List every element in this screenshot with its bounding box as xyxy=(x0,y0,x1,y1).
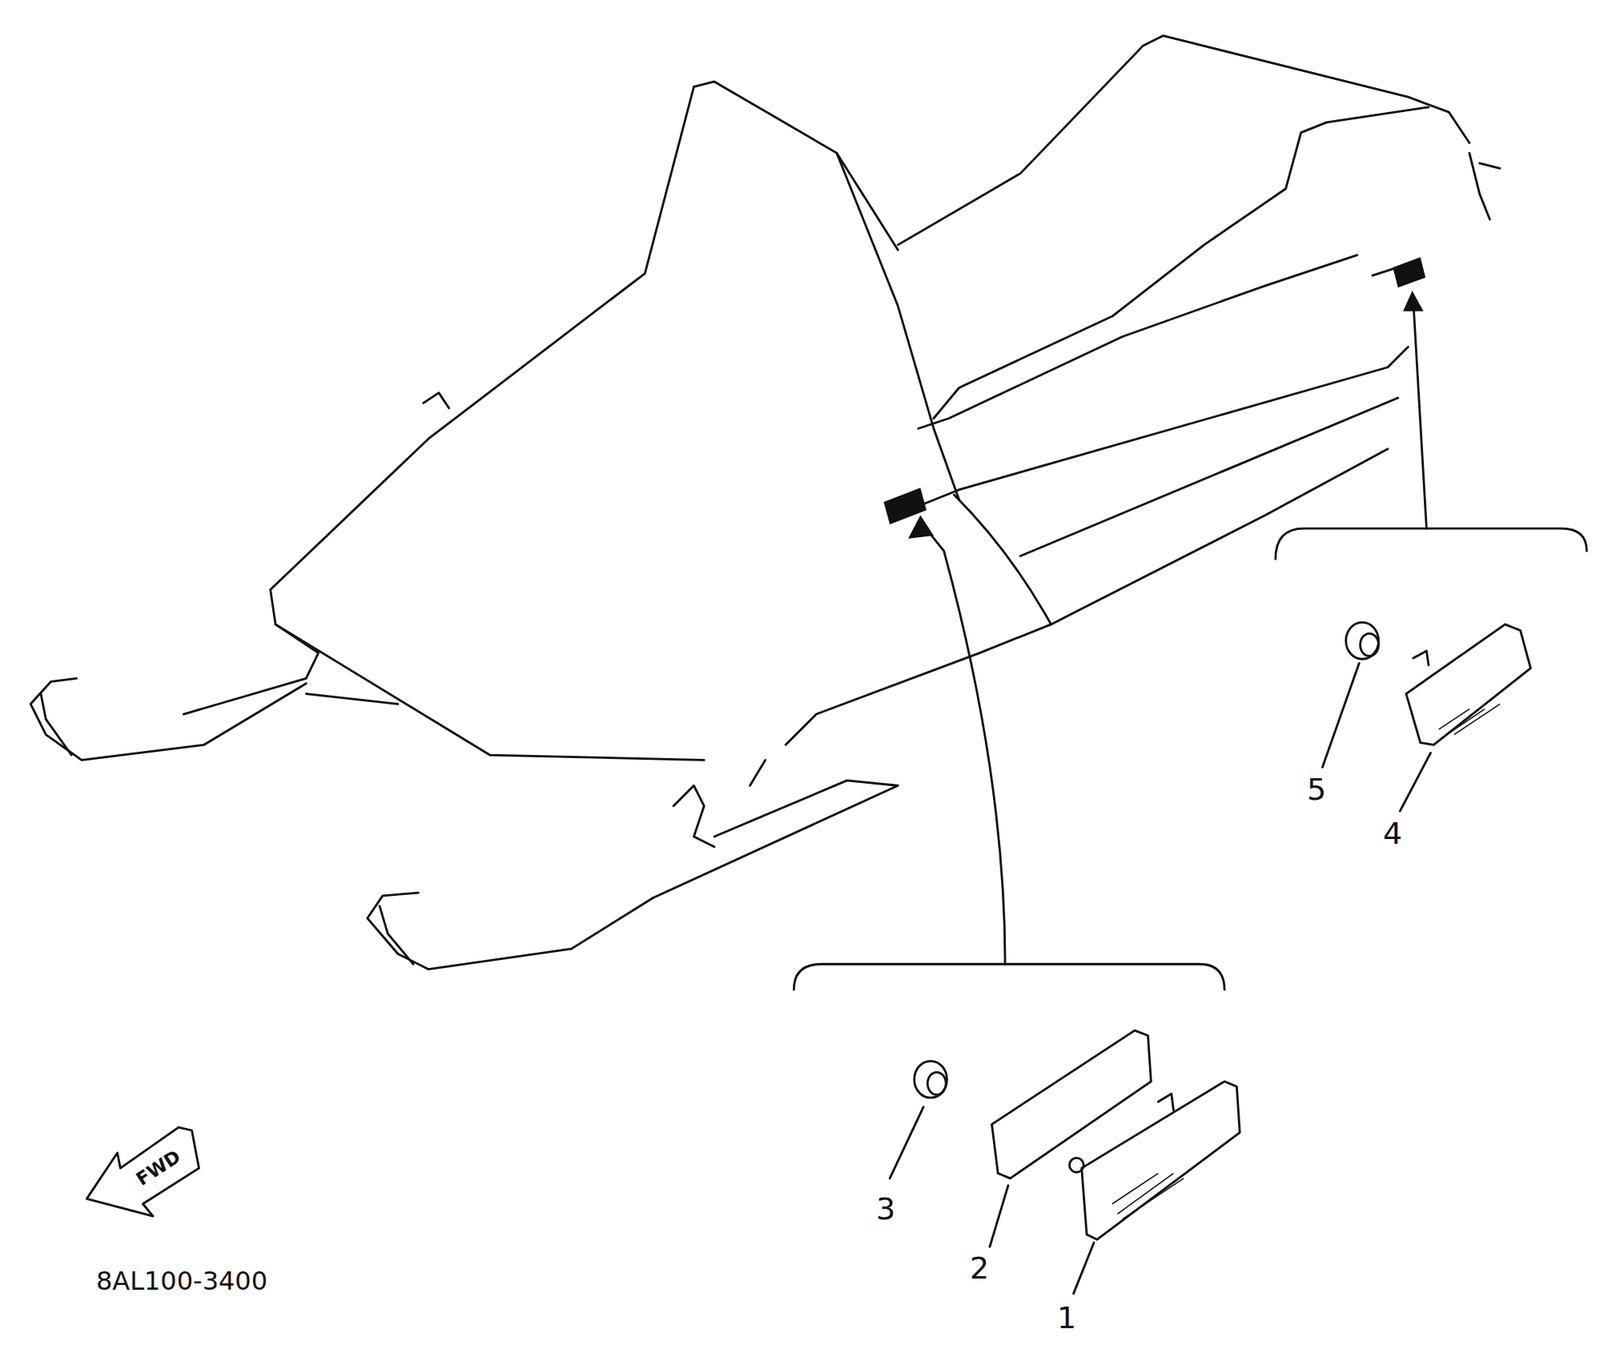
callout-number: 3 xyxy=(876,1193,896,1225)
diagram-code: 8AL100-3400 xyxy=(96,1268,268,1295)
callout-number: 4 xyxy=(1382,818,1403,849)
callout-number: 5 xyxy=(1306,774,1327,805)
callout-number: 2 xyxy=(969,1253,989,1284)
callout-number: 1 xyxy=(1057,1302,1077,1334)
